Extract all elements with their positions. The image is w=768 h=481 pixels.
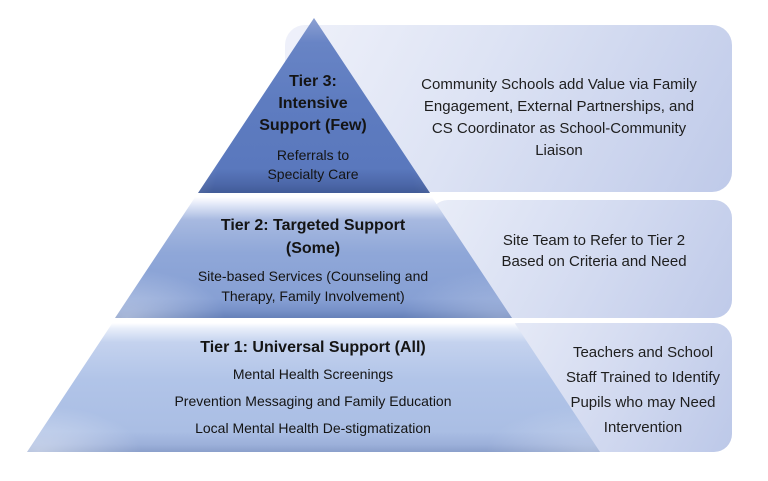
callout-line: Intervention	[603, 419, 683, 436]
tier1-body-line: Mental Health Screenings	[232, 366, 394, 382]
tier3-body: Referrals to Specialty Care	[203, 146, 423, 184]
callout-line: Engagement, External Partnerships, and	[423, 98, 695, 115]
callout-tier1-text: Teachers and School Staff Trained to Ide…	[545, 340, 741, 440]
callout-line: Community Schools add Value via Family	[421, 76, 697, 93]
callout-line: Site Team to Refer to Tier 2	[502, 232, 686, 249]
tier3-heading-line: Support (Few)	[259, 117, 367, 134]
callout-tier3-text: Community Schools add Value via Family E…	[398, 74, 720, 162]
pyramid-tier1-shape	[27, 323, 600, 452]
tier2-body-line: Therapy, Family Involvement)	[221, 288, 405, 304]
callout-line: Staff Trained to Identify	[566, 369, 720, 386]
tier2-heading-line: (Some)	[285, 240, 341, 257]
tier3-heading: Tier 3: Intensive Support (Few)	[203, 71, 423, 137]
callout-line: Pupils who may Need	[570, 394, 716, 411]
tier1-heading: Tier 1: Universal Support (All)	[103, 336, 523, 360]
tier2-heading-line: Tier 2: Targeted Support	[220, 217, 406, 234]
tier2-body-line: Site-based Services (Counseling and	[197, 268, 429, 284]
tier3-heading-line: Tier 3:	[289, 73, 337, 90]
callout-line: CS Coordinator as School-Community	[431, 120, 687, 137]
tier3-body-line: Referrals to	[276, 147, 350, 163]
tier2-body: Site-based Services (Counseling and Ther…	[153, 266, 473, 306]
tier1-body-line: Prevention Messaging and Family Educatio…	[174, 393, 452, 409]
callout-line: Liaison	[535, 142, 583, 159]
tier1-body: Mental Health Screenings Prevention Mess…	[103, 361, 523, 442]
callout-tier2-text: Site Team to Refer to Tier 2 Based on Cr…	[468, 230, 720, 272]
tier1-label: Tier 1: Universal Support (All) Mental H…	[103, 336, 523, 442]
tier1-heading-line: Tier 1: Universal Support (All)	[200, 339, 426, 356]
tier1-body-line: Local Mental Health De-stigmatization	[195, 420, 431, 436]
tier3-heading-line: Intensive	[278, 95, 348, 112]
tier3-body-line: Specialty Care	[267, 166, 359, 182]
tier2-label: Tier 2: Targeted Support (Some) Site-bas…	[153, 214, 473, 306]
tier2-heading: Tier 2: Targeted Support (Some)	[153, 214, 473, 260]
callout-line: Based on Criteria and Need	[501, 253, 687, 270]
callout-line: Teachers and School	[572, 344, 714, 361]
tier3-label: Tier 3: Intensive Support (Few) Referral…	[203, 71, 423, 184]
